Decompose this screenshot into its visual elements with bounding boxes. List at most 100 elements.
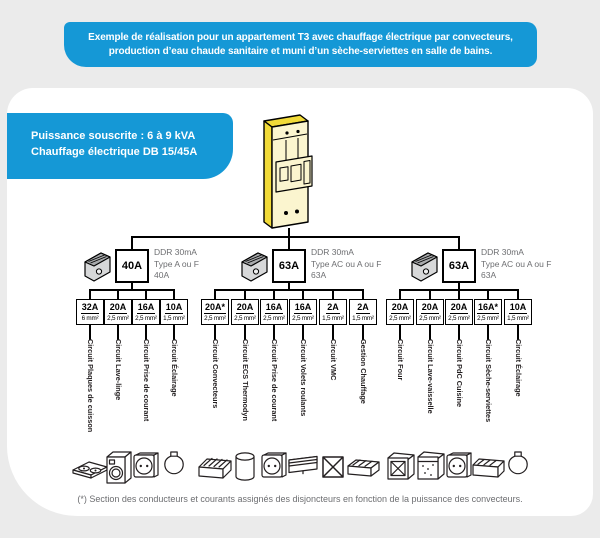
vmc-icon [315,446,351,488]
breaker-rating: 20A [420,301,440,314]
ddr-desc-line: DDR 30mA [311,247,354,257]
breaker-rating: 20A [108,301,128,314]
wire-section: 1,5 mm² [507,314,529,322]
ddr-desc-line: Type AC ou A ou F [311,258,382,269]
breaker-rating: 2A [356,301,370,314]
ddr-desc-line: DDR 30mA [154,247,197,257]
wire-section: 1,5 mm² [322,314,344,322]
circuit-label: Circuit Volets roulants [299,339,308,417]
circuit-label: Circuit Lave-linge [114,339,123,401]
roller-shutter-icon [285,446,321,488]
wire-section: 2,5 mm² [419,314,441,322]
circuit-label: Circuit Lave-vaisselle [426,339,435,414]
breaker-box: 20A 2,5 mm² [416,299,444,325]
wire-section: 2,5 mm² [107,314,129,322]
breaker-box: 2A 1,5 mm² [319,299,347,325]
breaker-box: 16A 2,5 mm² [132,299,160,325]
ddr-desc-line: 63A [311,270,327,280]
subscription-line-1: Puissance souscrite : 6 à 9 kVA [31,130,196,142]
ddr-device-icon [411,252,438,282]
ddr-device-icon [241,252,268,282]
banner-line-1: Exemple de réalisation pour un apparteme… [88,32,513,43]
circuit-label: Gestion Chauffage [359,339,368,404]
bulb-icon [156,446,192,488]
oven-icon [382,446,418,488]
distribution-board-illustration [263,114,313,229]
washing-machine-icon [100,446,136,488]
circuit-label: Circuit Éclairage [514,339,523,397]
wire-section: 2,5 mm² [204,314,226,322]
ddr-rating-box: 63A [272,249,306,283]
breaker-box: 20A 2,5 mm² [231,299,259,325]
circuit-label: Circuit Prise de courant [142,339,151,422]
ddr-description: DDR 30mA Type AC ou A ou F 63A [311,247,381,282]
socket-icon [128,446,164,488]
wire-section: 6 mm² [81,314,99,322]
bulb-icon [500,446,536,488]
ddr-desc-line: 40A [154,270,170,280]
breaker-box: 16A* 2,5 mm² [474,299,502,325]
circuit-label: Circuit VMC [329,339,338,381]
circuit-label: Circuit Prise de courant [270,339,279,422]
wire-section: 1,5 mm² [352,314,374,322]
wire-section: 2,5 mm² [135,314,157,322]
breaker-rating: 16A [264,301,284,314]
circuit-label: Circuit Four [396,339,405,381]
wire-section: 2,5 mm² [477,314,499,322]
dishwasher-icon [412,446,448,488]
ddr-rating-box: 40A [115,249,149,283]
breaker-box: 20A* 2,5 mm² [201,299,229,325]
ddr-desc-line: Type A ou F [154,258,199,269]
wire-section: 2,5 mm² [263,314,285,322]
circuit-label: Circuit ECS Thermodyn [241,339,250,421]
breaker-rating: 32A [80,301,100,314]
breaker-rating: 20A* [203,301,226,314]
water-heater-icon [227,446,263,488]
ddr-description: DDR 30mA Type A ou F 40A [154,247,199,282]
breaker-box: 16A 2,5 mm² [260,299,288,325]
wire-section: 2,5 mm² [292,314,314,322]
wire-section: 2,5 mm² [389,314,411,322]
circuit-label: Circuit Convecteurs [211,339,220,409]
breaker-box: 20A 2,5 mm² [104,299,132,325]
subscription-line-2: Chauffage électrique DB 15/45A [31,146,198,158]
breaker-box: 10A 1,5 mm² [504,299,532,325]
breaker-box: 32A 6 mm² [76,299,104,325]
ddr-rating-box: 63A [442,249,476,283]
breaker-rating: 10A [508,301,528,314]
breaker-box: 20A 2,5 mm² [445,299,473,325]
towel-dryer-icon [470,446,506,488]
wire-section: 2,5 mm² [448,314,470,322]
circuit-label: Circuit PdC Cuisine [455,339,464,408]
circuit-label: Circuit Sèche-serviettes [484,339,493,423]
ddr-desc-line: Type AC ou A ou F [481,258,552,269]
socket-icon [441,446,477,488]
ddr-desc-line: 63A [481,270,497,280]
header-banner: Exemple de réalisation pour un apparteme… [64,22,537,67]
breaker-rating: 2A [326,301,340,314]
breaker-box: 10A 1,5 mm² [160,299,188,325]
breaker-box: 16A 2,5 mm² [289,299,317,325]
wire-section: 2,5 mm² [234,314,256,322]
breaker-rating: 16A [136,301,156,314]
circuit-label: Circuit Plaques de cuisson [86,339,95,433]
breaker-rating: 16A* [476,301,499,314]
socket-icon [256,446,292,488]
ddr-device-icon [84,252,111,282]
convector-icon [197,446,233,488]
ddr-description: DDR 30mA Type AC ou A ou F 63A [481,247,551,282]
banner-line-2: production d’eau chaude sanitaire et mun… [108,45,493,57]
heating-management-icon [345,446,381,488]
breaker-rating: 20A [449,301,469,314]
breaker-rating: 10A [164,301,184,314]
breaker-rating: 20A [390,301,410,314]
ddr-desc-line: DDR 30mA [481,247,524,257]
circuit-label: Circuit Éclairage [170,339,179,397]
breaker-rating: 16A [293,301,313,314]
breaker-box: 2A 1,5 mm² [349,299,377,325]
footnote: (*) Section des conducteurs et courants … [77,494,523,504]
wire-section: 1,5 mm² [163,314,185,322]
breaker-rating: 20A [235,301,255,314]
